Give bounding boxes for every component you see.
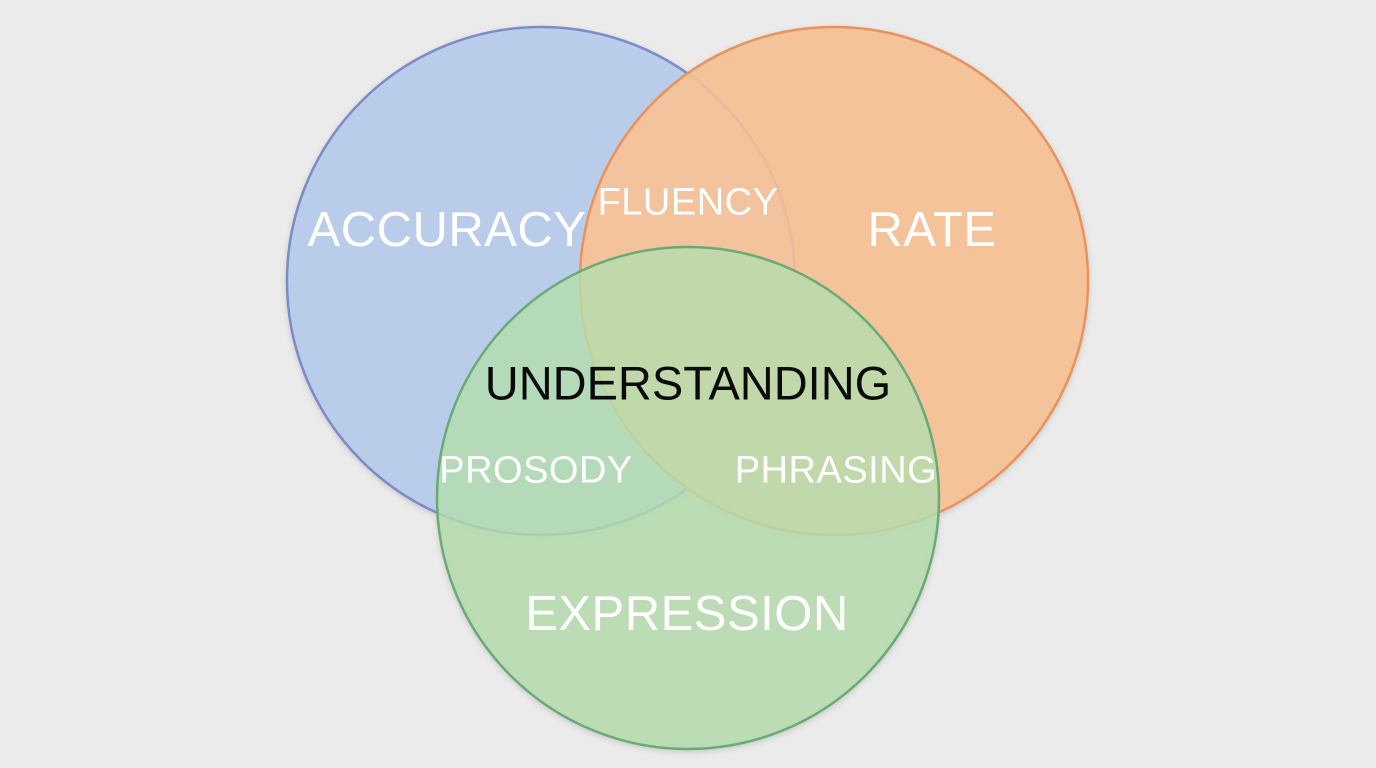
circle-expression xyxy=(435,245,941,751)
